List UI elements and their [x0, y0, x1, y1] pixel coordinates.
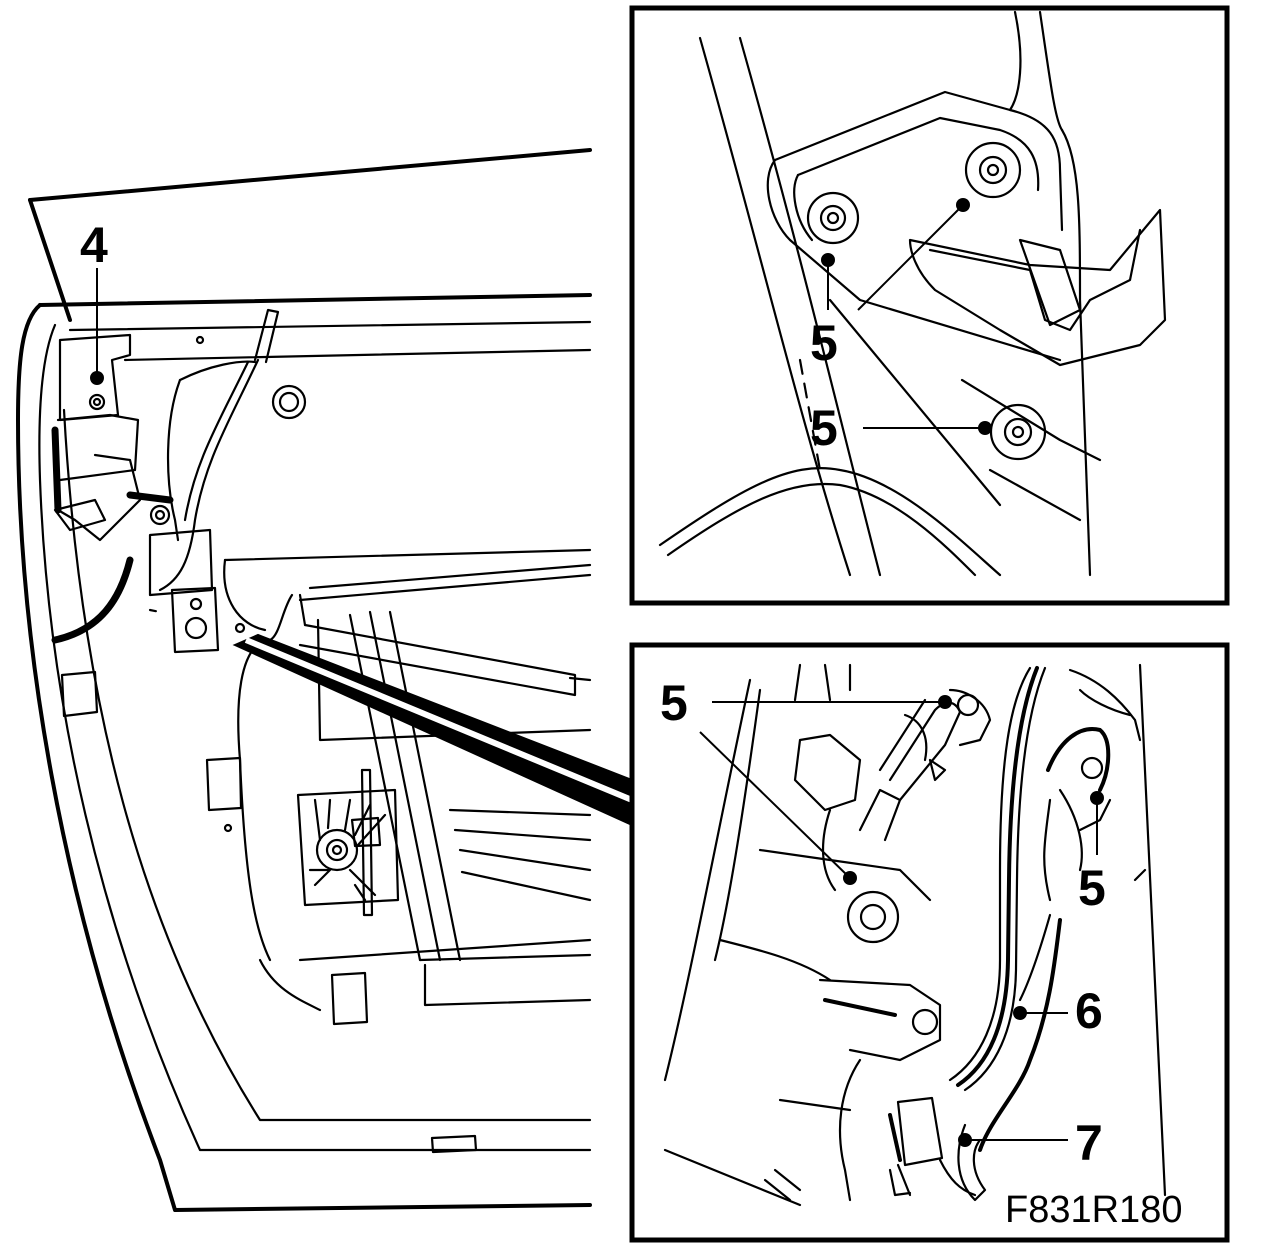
callout-5-bottom-b-label: 5: [1078, 860, 1106, 916]
callout-5-bottom-a-label: 5: [660, 675, 688, 731]
callout-5-bottom-a: 5: [660, 675, 952, 885]
detail-bottom-frame: 5 5 6 7 F831R180: [629, 642, 1230, 1243]
callout-4: 4: [80, 217, 108, 385]
door-main-view: [16, 148, 592, 1212]
callout-6-label: 6: [1075, 983, 1103, 1039]
callout-5-top-b-label: 5: [810, 400, 838, 456]
detail-top-frame: 5 5: [629, 5, 1230, 606]
callout-7-label: 7: [1075, 1115, 1103, 1171]
callout-5-top-a: 5: [810, 198, 970, 371]
callout-6: 6: [1013, 983, 1103, 1039]
callout-4-label: 4: [80, 217, 108, 273]
callout-5-bottom-b: 5: [1078, 791, 1106, 916]
figure-id: F831R180: [1005, 1189, 1182, 1231]
callout-5-top-b: 5: [810, 400, 992, 456]
callout-5-top-a-label: 5: [810, 315, 838, 371]
callout-7: 7: [958, 1115, 1103, 1171]
